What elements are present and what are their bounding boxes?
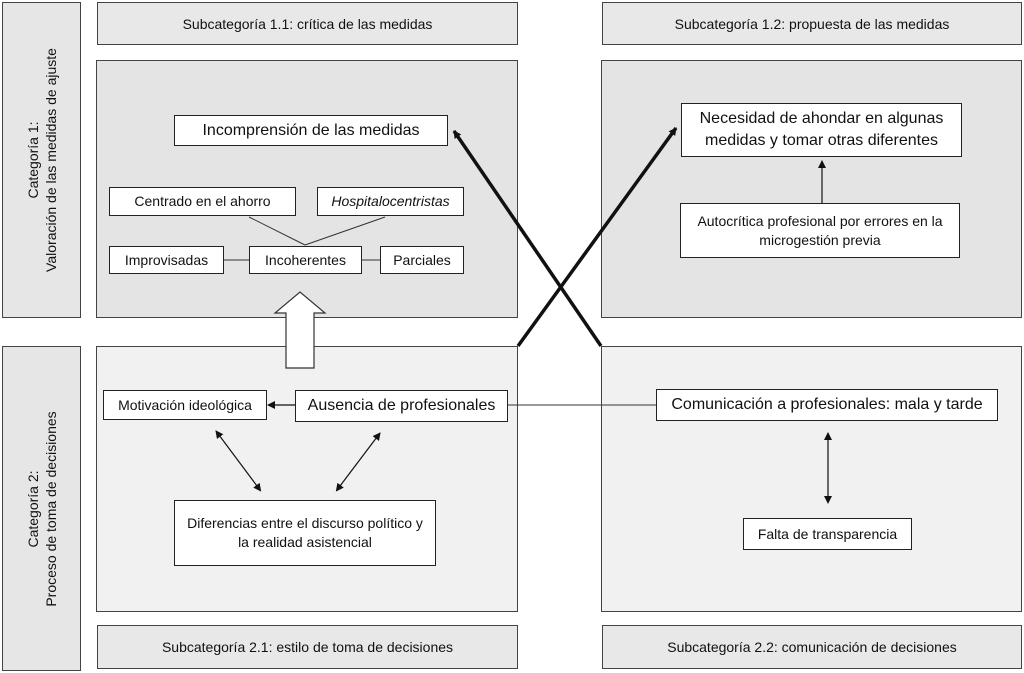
subcategory-1-1-header: Subcategoría 1.1: crítica de las medidas [97,2,518,45]
subcategory-2-1-label: Subcategoría 2.1: estilo de toma de deci… [161,639,454,655]
hospitalocentristas-label: Hospitalocentristas [331,193,450,209]
box-motivacion-ideologica: Motivación ideológica [103,390,267,420]
box-autocritica: Autocrítica profesional por errores en l… [680,203,960,258]
centrado-label: Centrado en el ahorro [134,193,271,209]
incomprension-label: Incomprensión de las medidas [202,121,420,139]
box-falta-transparencia: Falta de transparencia [743,518,912,550]
arrow-ausencia-to-necesidad [516,126,678,348]
link-hospitalocentristas-incoherentes [304,216,386,246]
subcategory-1-2-header: Subcategoría 1.2: propuesta de las medid… [602,2,1022,45]
box-incoherentes: Incoherentes [249,246,362,274]
category-1-sidebar: Categoría 1:Valoración de las medidas de… [2,2,81,318]
arrow-motivacion-diferencias [215,430,262,492]
improvisadas-label: Improvisadas [124,251,209,268]
box-centrado-ahorro: Centrado en el ahorro [109,187,296,216]
category-2-sidebar: Categoría 2:Proceso de toma de decisione… [2,346,81,671]
autocritica-label: Autocrítica profesional por errores en l… [697,212,943,248]
box-incomprension: Incomprensión de las medidas [174,115,448,146]
motivacion-label: Motivación ideológica [118,396,252,413]
hollow-up-arrow [273,291,327,369]
box-parciales: Parciales [380,246,464,274]
box-necesidad: Necesidad de ahondar en algunas medidas … [681,103,962,157]
box-ausencia-profesionales: Ausencia de profesionales [295,390,508,422]
incoherentes-label: Incoherentes [265,251,346,268]
transparencia-label: Falta de transparencia [757,525,898,542]
arrow-ausencia-diferencias [335,432,381,492]
box-hospitalocentristas: Hospitalocentristas [317,187,464,216]
ausencia-label: Ausencia de profesionales [307,397,496,414]
box-diferencias: Diferencias entre el discurso político y… [174,500,436,566]
parciales-label: Parciales [393,251,451,268]
subcategory-2-2-header: Subcategoría 2.2: comunicación de decisi… [602,625,1022,669]
subcategory-1-2-label: Subcategoría 1.2: propuesta de las medid… [674,15,950,32]
subcategory-2-2-label: Subcategoría 2.2: comunicación de decisi… [667,639,957,655]
box-comunicacion: Comunicación a profesionales: mala y tar… [656,389,998,421]
necesidad-label: Necesidad de ahondar en algunas medidas … [699,110,944,149]
box-improvisadas: Improvisadas [109,246,224,274]
subcategory-1-1-label: Subcategoría 1.1: crítica de las medidas [182,15,433,32]
arrow-comunicacion-to-incomprension [452,130,603,347]
link-centrado-incoherentes [248,216,306,246]
diferencias-label: Diferencias entre el discurso político y… [187,515,423,550]
comunicacion-label: Comunicación a profesionales: mala y tar… [671,396,983,413]
subcategory-2-1-header: Subcategoría 2.1: estilo de toma de deci… [97,625,518,669]
